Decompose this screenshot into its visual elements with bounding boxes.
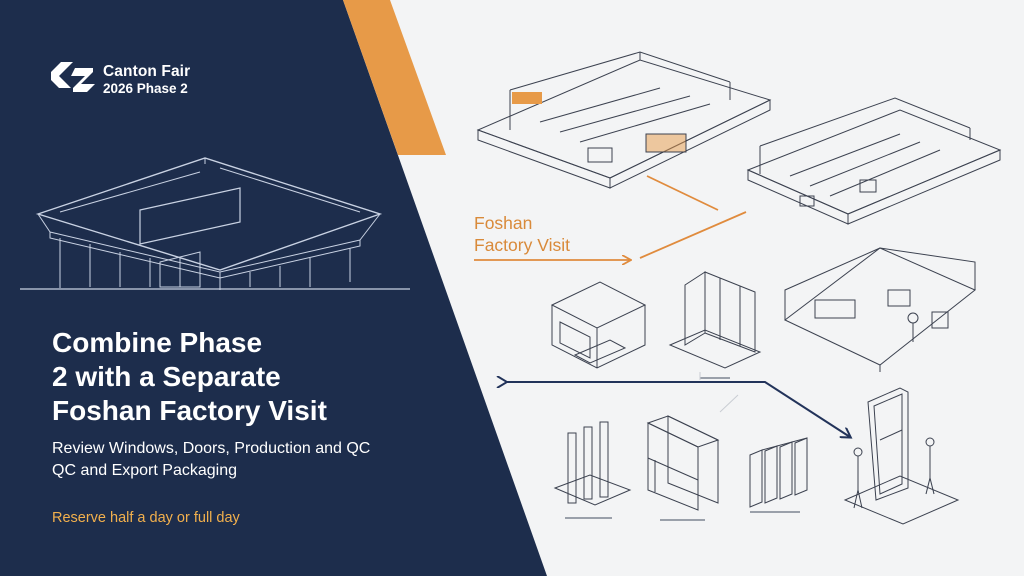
orange-accent-stripe (343, 0, 446, 155)
orange-flow-arrows (474, 175, 747, 260)
brand-subtitle: 2026 Phase 2 (103, 81, 188, 96)
export-packaging-icon (749, 437, 808, 513)
headline-line: Foshan Factory Visit (52, 395, 327, 426)
subtext-line-2: QC and Export Packaging (52, 462, 237, 479)
door-frame-icon (668, 271, 762, 379)
foshan-callout-line: Factory Visit (474, 235, 570, 255)
subtext-line-1: Review Windows, Doors, Production and QC (52, 440, 371, 457)
foshan-callout-line: Foshan (474, 213, 533, 233)
headline-line: 2 with a Separate (52, 361, 281, 392)
exhibition-hall-icon (20, 157, 410, 290)
navy-flow-arrow (506, 382, 850, 437)
arrow-to-factory (646, 175, 719, 211)
profile-bars-icon (553, 421, 632, 519)
foshan-callout: Foshan Factory Visit (474, 212, 570, 256)
canton-fair-logo-icon (51, 62, 95, 92)
qc-workstation-icon (784, 247, 976, 372)
brand-name: Canton Fair (103, 63, 191, 80)
navy-panel (0, 0, 547, 576)
headline: Combine Phase 2 with a Separate Foshan F… (52, 326, 382, 428)
factory-floor-icon (476, 51, 772, 189)
window-panel-icon (646, 415, 720, 521)
production-line-icon (746, 97, 1002, 225)
door-inspection-icon (843, 387, 960, 525)
showroom-room-icon (550, 281, 647, 369)
headline-line: Combine Phase (52, 327, 263, 358)
arrow-to-production (639, 211, 747, 259)
reserve-note: Reserve half a day or full day (52, 510, 240, 526)
